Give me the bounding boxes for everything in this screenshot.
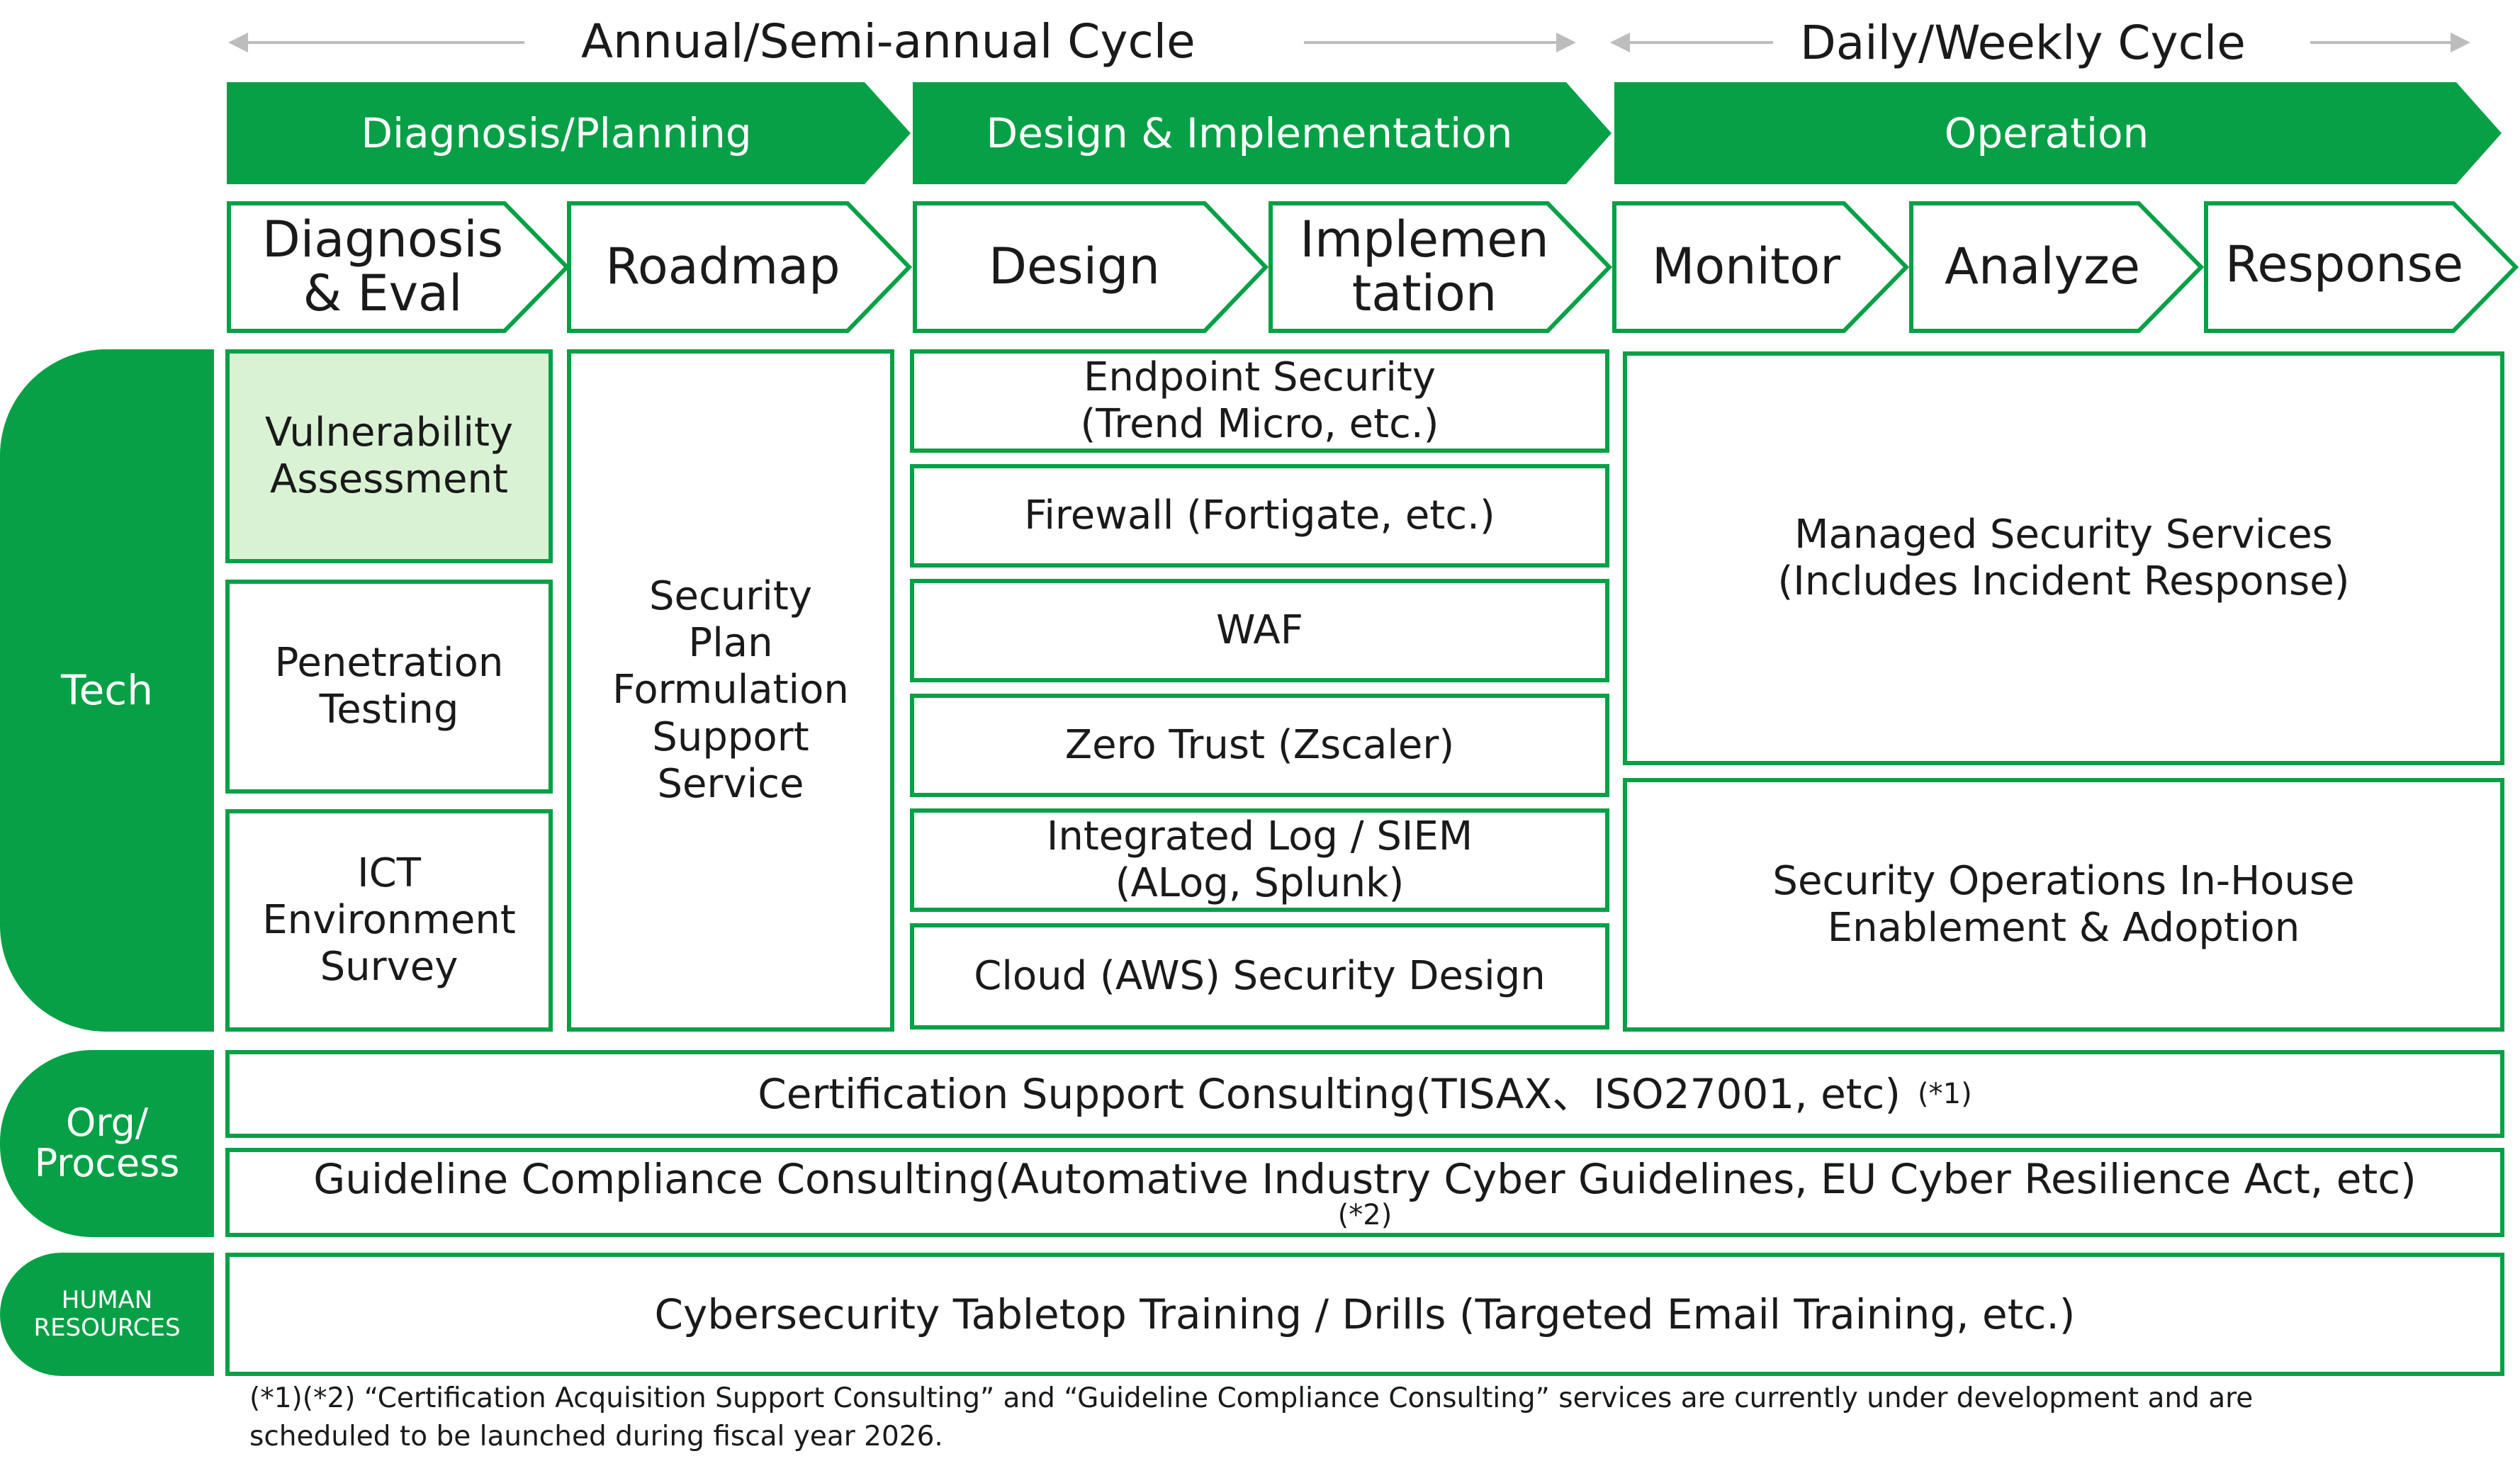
service-tabletop-training-label: Cybersecurity Tabletop Training / Drills… [654, 1290, 2076, 1338]
phase-diagnosis-planning-shape [227, 82, 911, 184]
step-design: Design [989, 237, 1160, 296]
step-monitor-shape [1612, 201, 1910, 333]
service-firewall-label: Firewall (Fortigate, etc.) [1024, 492, 1495, 538]
service-endpoint-security-label: Endpoint Security (Trend Micro, etc.) [1080, 354, 1439, 447]
service-zero-trust: Zero Trust (Zscaler) [910, 694, 1609, 797]
daily-right-arrowhead [2451, 33, 2470, 52]
step-diagnosis-eval: Diagnosis & Eval [261, 210, 504, 322]
service-guideline-compliance-label: Guideline Compliance Consulting(Automati… [313, 1154, 2417, 1203]
annual-right-arrowhead [1556, 33, 1576, 52]
footnote-line-1: (*1)(*2) “Certification Acquisition Supp… [249, 1382, 2254, 1414]
step-design-shape [913, 201, 1269, 333]
service-managed-security-services-label: Managed Security Services (Includes Inci… [1777, 511, 2350, 604]
service-ict-environment-survey-label: ICT Environment Survey [262, 850, 516, 991]
row-label-tech: Tech [0, 349, 214, 1032]
annual-cycle-label: Annual/Semi-annual Cycle [581, 14, 1196, 69]
footnote-line-2: scheduled to be launched during fiscal y… [249, 1421, 943, 1452]
annual-right-arrow-line [1304, 41, 1559, 44]
phase-operation: Operation [1944, 109, 2149, 157]
service-security-plan-formulation: Security Plan Formulation Support Servic… [567, 349, 894, 1032]
step-monitor: Monitor [1651, 237, 1841, 296]
daily-cycle-label: Daily/Weekly Cycle [1800, 16, 2246, 70]
step-implementation-shape [1269, 201, 1613, 333]
row-label-org-process: Org/ Process [0, 1050, 214, 1237]
service-endpoint-security: Endpoint Security (Trend Micro, etc.) [910, 349, 1609, 453]
service-waf-label: WAF [1216, 607, 1303, 653]
step-response-shape [2204, 201, 2519, 333]
service-cloud-aws-security-label: Cloud (AWS) Security Design [974, 952, 1546, 999]
service-cloud-aws-security: Cloud (AWS) Security Design [910, 923, 1609, 1029]
daily-left-arrow-line [1624, 41, 1773, 44]
service-tabletop-training: Cybersecurity Tabletop Training / Drills… [225, 1253, 2504, 1376]
service-security-plan-formulation-label: Security Plan Formulation Support Servic… [612, 573, 849, 807]
phase-chevrons [227, 82, 2502, 184]
service-vulnerability-assessment: Vulnerability Assessment [225, 349, 553, 563]
service-security-operations-enablement: Security Operations In-House Enablement … [1623, 778, 2504, 1032]
annual-left-arrow-line [241, 41, 524, 44]
step-roadmap-shape [567, 201, 913, 333]
row-label-tech-text: Tech [61, 666, 153, 715]
step-implementation: Implemen tation [1300, 210, 1549, 322]
service-certification-support: Certification Support Consulting(TISAX、I… [225, 1050, 2504, 1138]
service-vulnerability-assessment-label: Vulnerability Assessment [264, 409, 514, 502]
service-penetration-testing: Penetration Testing [225, 580, 553, 794]
service-zero-trust-label: Zero Trust (Zscaler) [1064, 721, 1455, 768]
service-firewall: Firewall (Fortigate, etc.) [910, 464, 1609, 568]
row-label-org-process-text: Org/ Process [34, 1100, 180, 1185]
step-response: Response [2224, 235, 2464, 294]
step-chevrons [227, 201, 2519, 333]
step-analyze: Analyze [1945, 237, 2140, 296]
service-integrated-log-siem-label: Integrated Log / SIEM (ALog, Splunk) [1046, 813, 1473, 906]
service-integrated-log-siem: Integrated Log / SIEM (ALog, Splunk) [910, 808, 1609, 912]
service-security-operations-enablement-label: Security Operations In-House Enablement … [1772, 857, 2355, 951]
phase-design-implementation-shape [913, 82, 1611, 184]
row-label-human-resources: HUMAN RESOURCES [0, 1253, 214, 1376]
daily-right-arrow-line [2310, 41, 2452, 44]
service-guideline-compliance-label-wrap: Guideline Compliance Consulting(Automati… [230, 1154, 2500, 1203]
step-roadmap: Roadmap [605, 237, 840, 296]
service-penetration-testing-label: Penetration Testing [274, 639, 504, 733]
service-certification-support-label: Certification Support Consulting(TISAX、I… [758, 1069, 1901, 1118]
phase-design-implementation: Design & Implementation [986, 109, 1513, 157]
service-waf: WAF [910, 579, 1609, 682]
service-guideline-compliance: Guideline Compliance Consulting(Automati… [225, 1148, 2504, 1237]
step-analyze-shape [1909, 201, 2205, 333]
service-ict-environment-survey: ICT Environment Survey [225, 809, 553, 1032]
phase-operation-shape [1614, 82, 2502, 184]
guideline-footnote-marker: (*2) [1337, 1199, 1393, 1231]
step-diagnosis-shape [227, 201, 570, 333]
service-managed-security-services: Managed Security Services (Includes Inci… [1623, 351, 2504, 765]
certification-footnote-marker: (*1) [1918, 1078, 1972, 1110]
phase-diagnosis-planning: Diagnosis/Planning [361, 109, 752, 157]
row-label-human-resources-text: HUMAN RESOURCES [33, 1285, 181, 1342]
